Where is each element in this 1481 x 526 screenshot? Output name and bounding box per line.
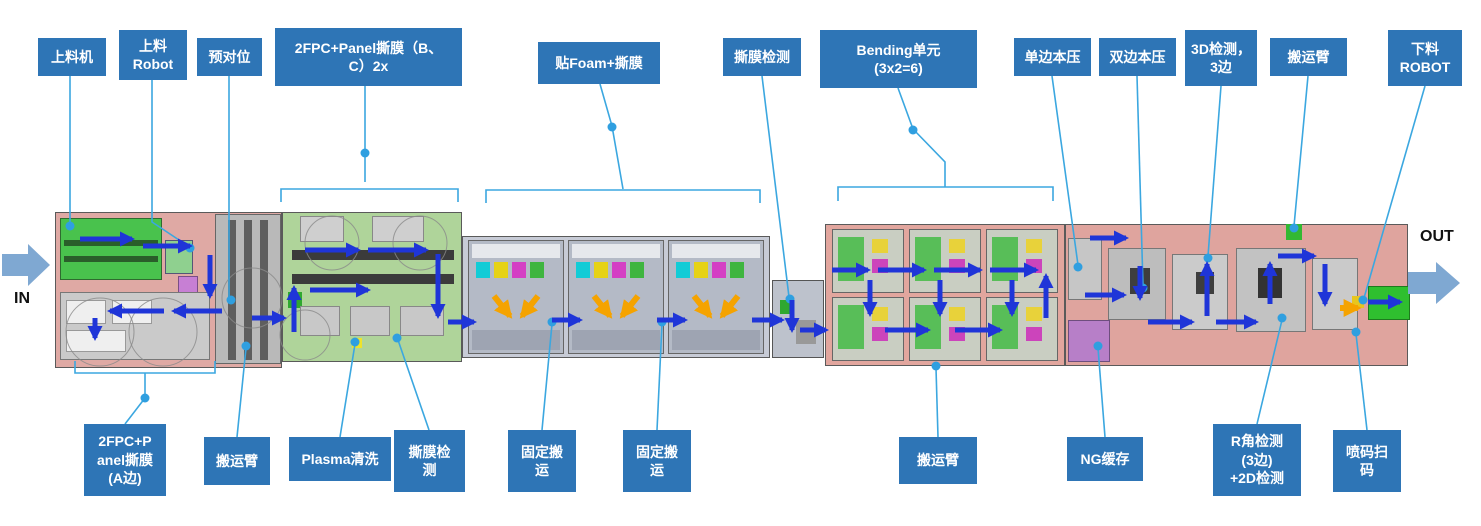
label-inspect-3d: 3D检测， 3边 — [1185, 30, 1257, 86]
yellow-chip — [594, 262, 608, 278]
green-chip — [530, 262, 544, 278]
foam-module-top — [472, 244, 560, 258]
label-bending-unit: Bending单元 (3x2=6) — [820, 30, 977, 88]
magenta-chip — [949, 259, 965, 273]
loader-conveyor — [165, 240, 193, 274]
foam-module-top — [572, 244, 660, 258]
inkjet-module — [1312, 258, 1358, 330]
yellow-chip — [949, 239, 965, 253]
magenta-chip — [512, 262, 526, 278]
prealign-rail — [228, 220, 236, 360]
label-fpc-panel-peel-bc: 2FPC+Panel撕膜（B、 C）2x — [275, 28, 462, 86]
bending-green — [915, 305, 941, 349]
green-chip — [1286, 224, 1302, 240]
cyan-chip — [676, 262, 690, 278]
label-inkjet-scan: 喷码扫 码 — [1333, 430, 1401, 492]
label-peel-inspect-top: 撕膜检测 — [723, 38, 801, 76]
dark-block — [1130, 268, 1150, 294]
label-double-side-press: 双边本压 — [1099, 38, 1176, 76]
unload-green-machine — [1368, 286, 1410, 320]
foam-module-top — [672, 244, 760, 258]
ng-buffer-module — [1068, 320, 1110, 362]
yellow-chip — [1026, 307, 1042, 321]
green-chip — [780, 300, 794, 314]
yellow-chip — [352, 338, 362, 348]
label-foam-peel: 贴Foam+撕膜 — [538, 42, 660, 84]
prealign-rail — [260, 220, 268, 360]
bending-green — [915, 237, 941, 281]
yellow-chip — [872, 307, 888, 321]
magenta-chip — [949, 327, 965, 341]
magenta-chip — [872, 259, 888, 273]
peel-bottom-box — [300, 306, 340, 336]
label-unload-robot: 下料 ROBOT — [1388, 30, 1462, 86]
peel-rail — [292, 274, 454, 284]
yellow-chip — [872, 239, 888, 253]
yellow-chip — [494, 262, 508, 278]
foam-module-base — [672, 330, 760, 350]
peel-bottom-box — [350, 306, 390, 336]
label-fpc-panel-peel-a: 2FPC+P anel撕膜 (A边) — [84, 424, 166, 496]
label-plasma-clean: Plasma清洗 — [289, 437, 391, 481]
peel-top-box — [300, 216, 344, 242]
label-single-side-press: 单边本压 — [1014, 38, 1091, 76]
peel-bottom-box — [400, 306, 444, 336]
green-chip — [630, 262, 644, 278]
prealign-rail — [244, 220, 252, 360]
deck-box — [66, 330, 126, 352]
label-fixed-transfer-2: 固定搬 运 — [623, 430, 691, 492]
loader-rail — [64, 256, 158, 262]
bending-green — [838, 305, 864, 349]
label-transfer-arm-b1: 搬运臂 — [204, 437, 270, 485]
label-fixed-transfer-1: 固定搬 运 — [508, 430, 576, 492]
magenta-chip — [872, 327, 888, 341]
cyan-chip — [476, 262, 490, 278]
deck-box — [66, 300, 106, 324]
peel-rail — [292, 250, 454, 260]
foam-module-base — [572, 330, 660, 350]
label-transfer-arm-top: 搬运臂 — [1270, 38, 1347, 76]
magenta-chip — [1026, 327, 1042, 341]
yellow-chip — [694, 262, 708, 278]
out-label: OUT — [1420, 228, 1454, 245]
yellow-chip — [949, 307, 965, 321]
loader-rail — [64, 240, 158, 246]
yellow-chip — [1026, 239, 1042, 253]
label-loader: 上料机 — [38, 38, 106, 76]
cyan-chip — [576, 262, 590, 278]
label-ng-buffer: NG缓存 — [1067, 437, 1143, 481]
green-chip — [730, 262, 744, 278]
dark-block — [1196, 272, 1214, 294]
label-loading-robot: 上料 Robot — [119, 30, 187, 80]
label-r-corner-inspect: R角检测 (3边) +2D检测 — [1213, 424, 1301, 496]
bending-green — [992, 305, 1018, 349]
magenta-chip — [1026, 259, 1042, 273]
bending-green — [838, 237, 864, 281]
label-peel-inspect-bottom: 撕膜检 测 — [394, 430, 465, 492]
bending-green — [992, 237, 1018, 281]
magenta-chip — [712, 262, 726, 278]
peel-top-box — [372, 216, 424, 242]
single-press-module — [1068, 238, 1102, 300]
deck-box — [112, 300, 152, 324]
foam-module-base — [472, 330, 560, 350]
in-label: IN — [14, 290, 30, 307]
loader-machine — [60, 218, 162, 280]
gray-box — [796, 320, 816, 344]
label-transfer-arm-b2: 搬运臂 — [899, 437, 977, 484]
label-pre-align: 预对位 — [197, 38, 262, 76]
dark-block — [1258, 268, 1282, 298]
magenta-chip — [612, 262, 626, 278]
peel-inspect-module — [772, 280, 824, 358]
yellow-chip — [1352, 296, 1364, 308]
